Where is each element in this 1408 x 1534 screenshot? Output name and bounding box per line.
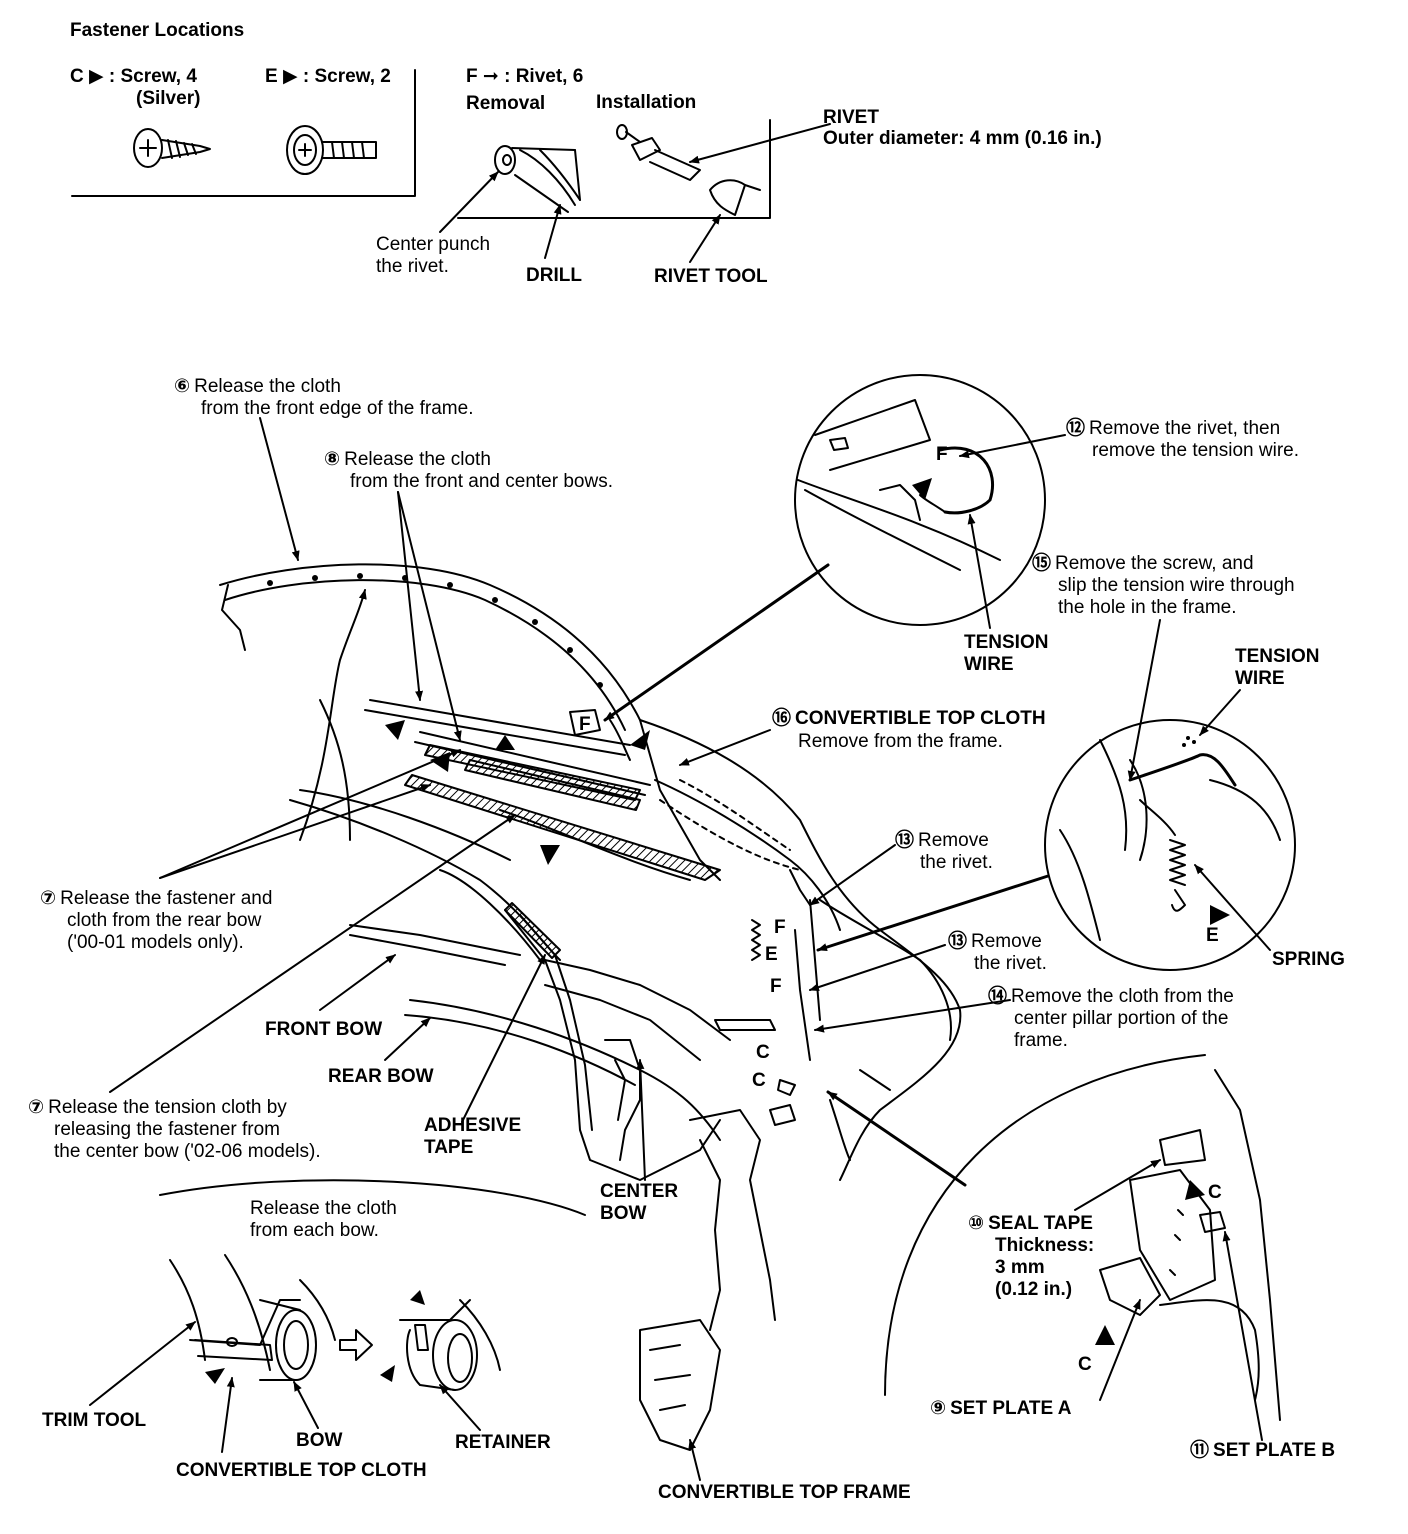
rivet-installation-icon xyxy=(616,124,761,216)
detail-arc-set-plates xyxy=(884,1054,1206,1396)
drill-label: DRILL xyxy=(526,265,582,286)
fastener-e-2: E xyxy=(1206,925,1219,946)
detail-circle-spring xyxy=(1044,719,1296,971)
front-bow-label: FRONT BOW xyxy=(265,1019,383,1040)
bow-retainer-view-1 xyxy=(169,1254,336,1384)
step-14-label-3: frame. xyxy=(1014,1030,1068,1051)
step-7-label-a3: ('00-01 models only). xyxy=(67,932,244,953)
legend-installation: Installation xyxy=(596,92,697,113)
step-13-label-a2: the rivet. xyxy=(920,852,993,873)
step-15-label-3: the hole in the frame. xyxy=(1058,597,1237,618)
step-8-label-2: from the front and center bows. xyxy=(350,471,613,492)
fastener-c-1: C xyxy=(756,1042,770,1063)
step-7-label-a2: cloth from the rear bow xyxy=(67,910,262,931)
rivet-removal-icon xyxy=(494,145,581,213)
step-12-label-2: remove the tension wire. xyxy=(1092,440,1299,461)
step-7-label-b2: releasing the fastener from xyxy=(54,1119,281,1140)
legend-border xyxy=(71,69,416,197)
rear-bow-strip xyxy=(404,774,721,881)
bow-label: BOW xyxy=(296,1430,343,1451)
rivet-diameter: Outer diameter: 4 mm (0.16 in.) xyxy=(823,128,1102,149)
rivet-label: RIVET xyxy=(823,107,879,128)
tension-wire-label-1: TENSION xyxy=(964,632,1049,653)
center-punch-label-1: Center punch xyxy=(376,234,491,255)
legend-screw-c-note: (Silver) xyxy=(136,88,201,109)
tension-wire-label-2b: WIRE xyxy=(1235,668,1285,689)
trim-tool-label: TRIM TOOL xyxy=(42,1410,147,1431)
center-punch-label-2: the rivet. xyxy=(376,256,449,277)
legend-border-right xyxy=(457,119,771,219)
fastener-f-1: F xyxy=(579,714,591,735)
step-14-label-2: center pillar portion of the xyxy=(1014,1008,1229,1029)
convertible-top-cloth-outline xyxy=(639,719,962,1181)
convertible-top-cloth-label: CONVERTIBLE TOP CLOTH xyxy=(176,1460,427,1481)
adhesive-tape-label: ADHESIVE xyxy=(424,1115,522,1136)
seal-tape-thickness: Thickness: xyxy=(995,1235,1095,1256)
front-frame-outline xyxy=(219,563,721,881)
tension-wire-label-1b: WIRE xyxy=(964,654,1014,675)
release-each-bow-label-2: from each bow. xyxy=(250,1220,379,1241)
legend-removal: Removal xyxy=(466,93,546,114)
bow-retainer-view-2 xyxy=(380,1290,501,1391)
tension-wire-label-2: TENSION xyxy=(1235,646,1320,667)
legend-rivet-f: F ➞ : Rivet, 6 xyxy=(466,66,584,87)
fastener-f-3: F xyxy=(774,917,786,938)
seal-tape-in: (0.12 in.) xyxy=(995,1279,1073,1300)
retainer-label: RETAINER xyxy=(455,1432,551,1453)
rivet-tool-label: RIVET TOOL xyxy=(654,266,768,287)
center-bow-label: CENTER xyxy=(600,1181,679,1202)
detail-circle-tension-wire xyxy=(794,374,1046,626)
convertible-top-frame-label: CONVERTIBLE TOP FRAME xyxy=(658,1482,911,1503)
step-15-label-2: slip the tension wire through xyxy=(1058,575,1295,596)
step-13-label-b2: the rivet. xyxy=(974,953,1047,974)
spring-label: SPRING xyxy=(1272,949,1345,970)
fastener-f-2: F xyxy=(936,444,948,465)
adhesive-tape-label-2: TAPE xyxy=(424,1137,474,1158)
fastener-c-2: C xyxy=(752,1070,766,1091)
next-step-arrow-icon xyxy=(339,1329,373,1361)
fastener-c-4: C xyxy=(1078,1354,1092,1375)
center-bow-label-2: BOW xyxy=(600,1203,647,1224)
release-each-bow-label: Release the cloth xyxy=(250,1198,397,1219)
screw-c-icon xyxy=(133,128,211,168)
rear-bow-label: REAR BOW xyxy=(328,1066,434,1087)
step-6-label-2: from the front edge of the frame. xyxy=(201,398,474,419)
step-16-label-2: Remove from the frame. xyxy=(798,731,1003,752)
fastener-e-1: E xyxy=(765,944,778,965)
seal-tape-mm: 3 mm xyxy=(995,1257,1045,1278)
center-pillar-frame xyxy=(504,909,721,1181)
fastener-f-4: F xyxy=(770,976,782,997)
legend-screw-e: E ▶ : Screw, 2 xyxy=(265,66,391,87)
spring-detail-icon xyxy=(1169,839,1186,886)
step-7-label-b3: the center bow ('02-06 models). xyxy=(54,1141,321,1162)
fastener-c-3: C xyxy=(1208,1182,1222,1203)
legend-screw-c: C ▶ : Screw, 4 xyxy=(70,66,197,87)
fastener-locations-title: Fastener Locations xyxy=(70,20,245,41)
convertible-top-frame xyxy=(689,1109,776,1321)
screw-e-icon xyxy=(286,125,377,175)
spring-icon xyxy=(751,919,761,961)
